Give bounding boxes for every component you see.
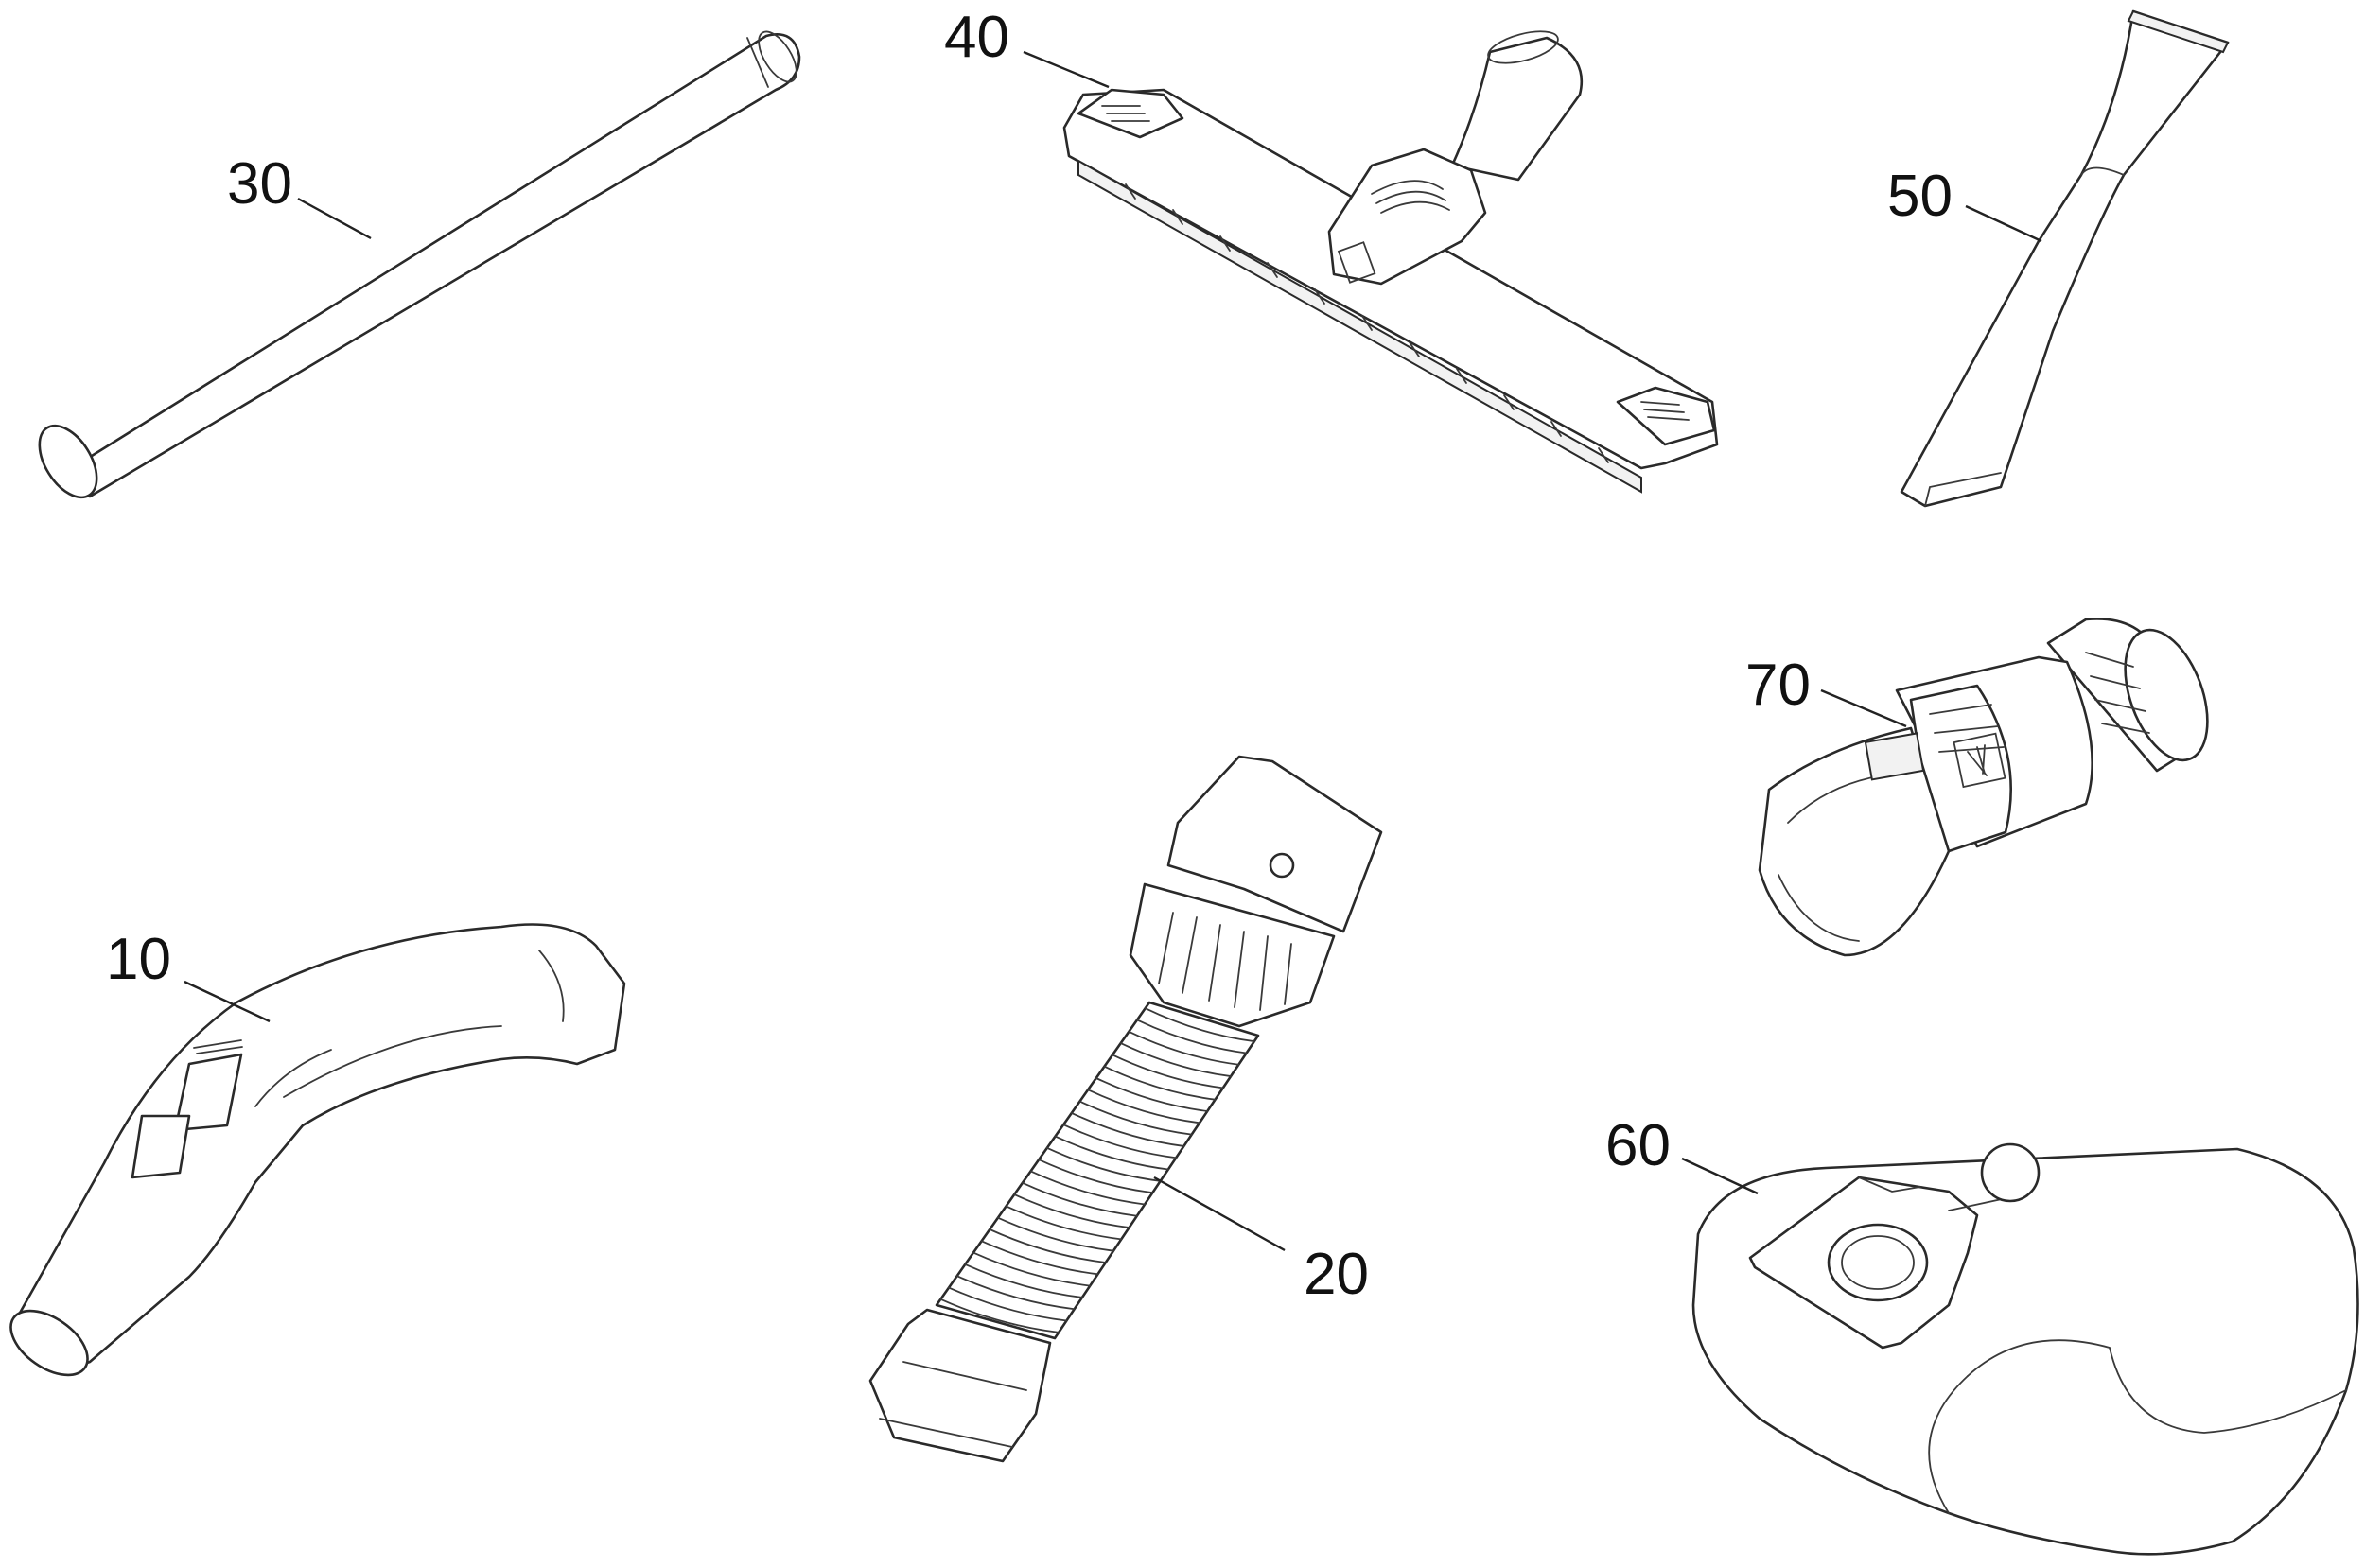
hose-rib (1144, 1007, 1255, 1043)
label-40: 40 (944, 5, 1009, 70)
leader-10 (184, 980, 271, 1023)
hose-rib (1045, 1146, 1162, 1182)
part-70-adapter: 70 (1745, 618, 2209, 957)
leader-70 (1820, 688, 1907, 728)
leader-30 (297, 197, 372, 240)
part-30-suction-tube: 30 (38, 30, 801, 499)
leader-40 (1023, 50, 1110, 89)
hose-rib (1013, 1193, 1130, 1228)
hose-rib (980, 1240, 1099, 1276)
hose-rib (955, 1275, 1076, 1311)
hose-rib (948, 1286, 1068, 1322)
hose-rib (1087, 1089, 1200, 1124)
leader-60 (1681, 1157, 1759, 1195)
hose-rib (1029, 1170, 1146, 1206)
hose-rib (989, 1228, 1107, 1263)
part-20-suction-hose: 20 (868, 755, 1383, 1463)
hose-rib (1112, 1054, 1224, 1089)
leader-20 (1153, 1176, 1286, 1252)
part-40-floor-nozzle: 40 (944, 5, 1719, 494)
hose-rib (1103, 1065, 1217, 1101)
hose-rib (972, 1251, 1092, 1287)
hose-rib (1095, 1077, 1209, 1112)
hose-rib (939, 1298, 1060, 1333)
label-10: 10 (106, 927, 171, 992)
hose-rib (1070, 1112, 1185, 1147)
part-50-crevice-nozzle: 50 (1887, 9, 2230, 508)
part-10-hand-grip: 10 (9, 923, 626, 1377)
leader-50 (1965, 204, 2042, 243)
label-70: 70 (1745, 653, 1811, 718)
label-50: 50 (1887, 164, 1953, 229)
part-60-filter-bag: 60 (1605, 1113, 2359, 1556)
hose-rib (1119, 1042, 1232, 1077)
hose-rib (1062, 1124, 1178, 1159)
label-20: 20 (1304, 1242, 1369, 1307)
hose-rib (1005, 1205, 1123, 1241)
hose-rib (1136, 1019, 1248, 1054)
label-60: 60 (1605, 1113, 1671, 1178)
hose-rib (964, 1263, 1083, 1298)
hose-rib (1128, 1030, 1240, 1066)
hose-rib (1021, 1181, 1138, 1217)
hose-rib (1038, 1159, 1154, 1194)
hose-rib (1054, 1135, 1169, 1171)
hose-rib (997, 1216, 1114, 1252)
label-30: 30 (227, 151, 292, 217)
hose-rib (1078, 1100, 1193, 1136)
